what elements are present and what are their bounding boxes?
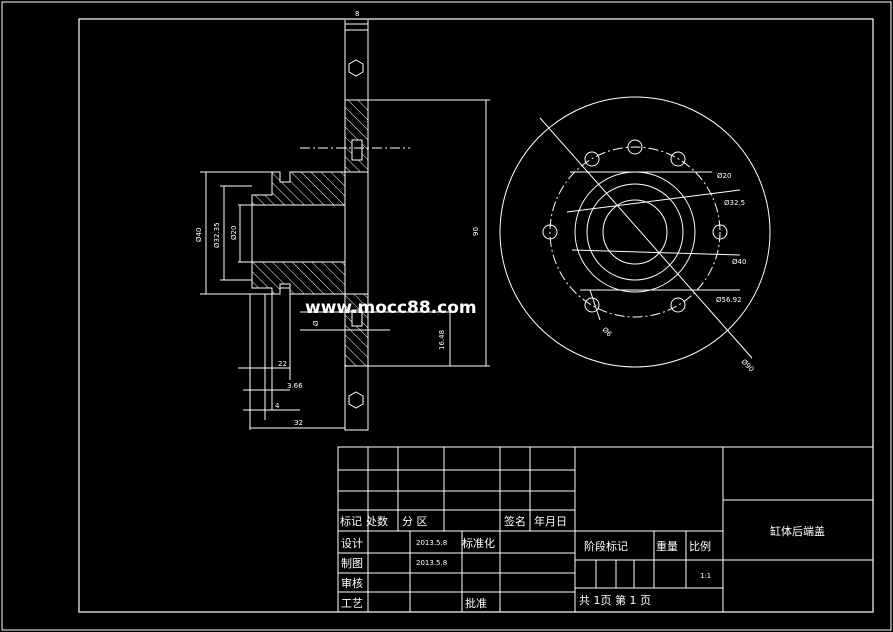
dim-dia-40: Ø40 [195, 228, 203, 242]
dim-4: 4 [275, 402, 280, 410]
label-gongyi: 工艺 [341, 597, 363, 610]
watermark: www.mocc88.com [305, 298, 477, 318]
bolt-hole [627, 139, 643, 155]
zhitu-date: 2013.5.8 [416, 559, 447, 567]
label-nianyueri: 年月日 [534, 514, 567, 528]
hatch-upper-hub [251, 171, 346, 206]
dim-dia-32-35: Ø32.35 [213, 222, 221, 248]
circle-d90 [499, 96, 771, 368]
dim-top-width: 8 [355, 10, 359, 18]
dim-3-66: 3.66 [287, 382, 303, 390]
dim-d90: Ø90 [740, 358, 756, 374]
dim-d32-5: Ø32.5 [724, 199, 745, 207]
label-chushu: 处数 [366, 515, 388, 528]
bolt-hole [542, 224, 558, 240]
circle-d56-92 [549, 146, 721, 318]
dim-16-48: 16.48 [438, 330, 446, 350]
label-jieduan: 阶段标记 [584, 539, 628, 553]
drawing-title: 缸体后端盖 [770, 524, 825, 538]
dim-dia-20: Ø20 [230, 226, 238, 240]
label-pizhun: 批准 [465, 596, 487, 610]
circle-d20 [602, 199, 668, 265]
hatch-flange-upper [344, 99, 369, 173]
label-bili: 比例 [689, 539, 711, 553]
label-biaoji: 标记 [340, 514, 362, 528]
bolt-head-bottom [348, 391, 364, 409]
bolt-hole [712, 224, 728, 240]
dim-32: 32 [294, 419, 303, 427]
sheet-info: 共 1页 第 1 页 [579, 593, 651, 607]
dim-dia-small: Ø [312, 320, 320, 326]
label-zhitu: 制图 [341, 557, 363, 570]
label-shenhe: 审核 [341, 576, 363, 590]
bolt-hole [670, 151, 686, 167]
dim-hole-6: Ø6 [601, 326, 614, 339]
dim-height-90: 90 [472, 227, 480, 236]
dim-d40: Ø40 [732, 258, 746, 266]
dim-d56-92: Ø56.92 [716, 296, 742, 304]
bolt-hole [584, 151, 600, 167]
circle-d40 [574, 171, 696, 293]
dim-d20: Ø20 [717, 172, 731, 180]
bolt-head-top [348, 59, 364, 77]
sheji-date: 2013.5.8 [416, 539, 447, 547]
label-biaozhunhua: 标准化 [462, 536, 495, 550]
end-view [499, 96, 771, 368]
end-view-dimensions: Ø20 Ø32.5 Ø40 Ø56.92 Ø90 Ø6 [601, 172, 756, 374]
label-fenqu: 分 区 [402, 515, 428, 528]
flange-plate [344, 29, 369, 431]
title-block [337, 446, 874, 613]
dim-22: 22 [278, 360, 287, 368]
hatch-lower-hub [251, 261, 346, 295]
side-view-dimensions: 8 90 16.48 Ø40 Ø32.35 Ø20 Ø 22 3.66 4 32 [195, 10, 480, 427]
bili-value: 1:1 [700, 572, 711, 580]
label-zhongliang: 重量 [656, 539, 678, 553]
bolt-hole [670, 297, 686, 313]
label-sheji: 设计 [341, 537, 363, 550]
bolt-hole [584, 297, 600, 313]
circle-d32-5 [586, 183, 684, 281]
label-qianming: 签名 [504, 514, 526, 528]
title-block-text: 标记 处数 分 区 签名 年月日 设计 2013.5.8 标准化 制图 2013… [340, 514, 825, 610]
side-section-view [200, 20, 490, 431]
